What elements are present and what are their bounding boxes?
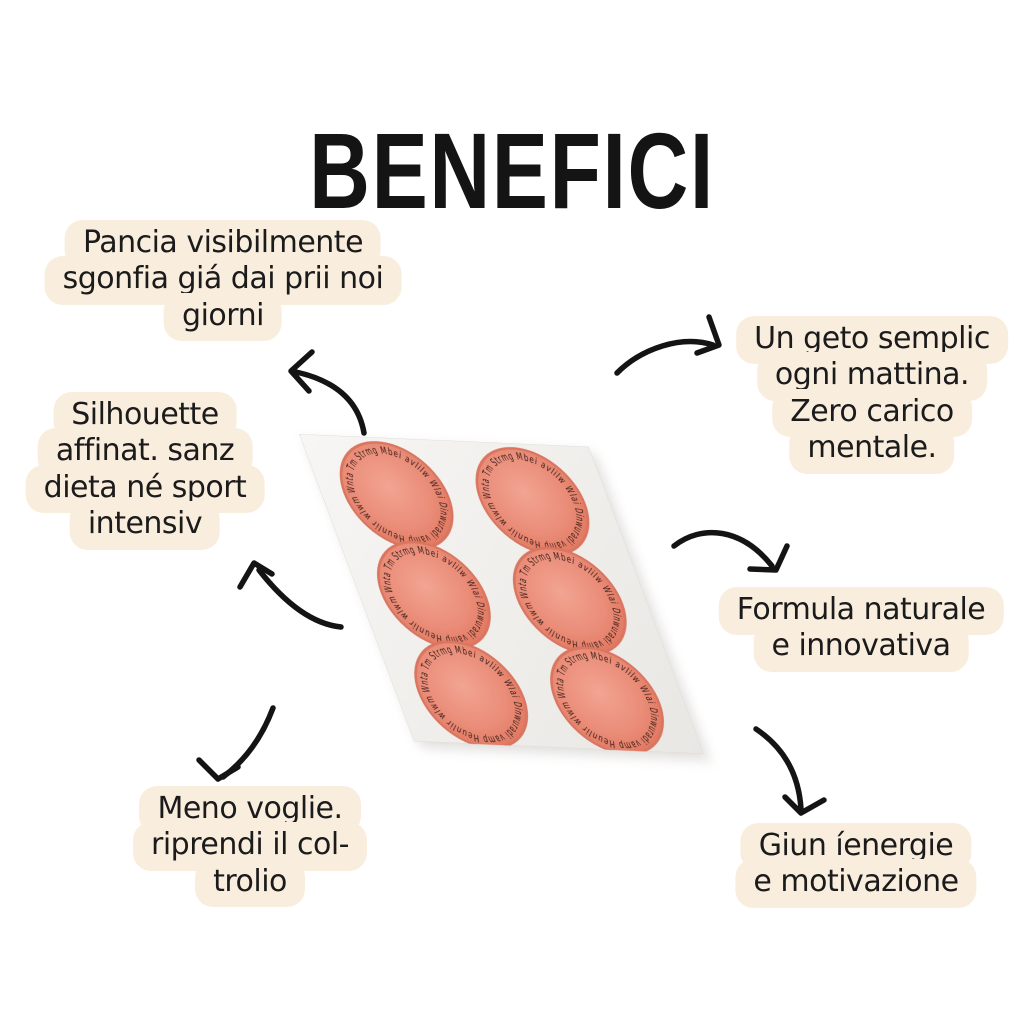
patch: Wnta Tm Strmg Mbei avlilw Wlai Dinwuradi… (328, 441, 465, 550)
arrow-to-silhouette-icon (237, 560, 344, 630)
bubble-meno: Meno voglie. riprendi il col- trolio (133, 786, 367, 908)
page-title: BENEFICI (309, 110, 715, 231)
bubble-line: e motivazione (735, 859, 977, 908)
bubble-line: ogni mattina. (756, 352, 988, 401)
arrow-to-formula-icon (671, 529, 790, 573)
patch-sheet-image: Wnta Tm Strmg Mbei avlilw Wlai Dinwuradi… (299, 434, 704, 754)
bubble-line: sgonfia giá dai prii noi (44, 256, 402, 305)
bubble-pancia: Pancia visibilmente sgonfia giá dai prii… (44, 220, 402, 342)
bubble-silhouette: Silhouette affinat. sanz dieta né sport … (25, 392, 265, 550)
bubble-line: giorni (164, 292, 282, 342)
bubble-line: intensiv (69, 501, 221, 550)
bubble-ungesto: Un geto semplic ogni mattina. Zero caric… (736, 316, 1008, 474)
bubble-line: e innovativa (753, 623, 969, 672)
bubble-giun: Giun íenergie e motivazione (735, 823, 977, 908)
patch-sheet-svg: Wnta Tm Strmg Mbei avlilw Wlai Dinwuradi… (299, 434, 704, 754)
arrow-to-ungesto-icon (614, 314, 722, 376)
bubble-formula: Formula naturale e innovativa (718, 587, 1004, 672)
arrow-to-pancia-icon (288, 349, 367, 436)
arrow-to-giun-icon (753, 726, 827, 816)
bubble-line: mentale. (789, 425, 955, 474)
bubble-line: trolio (195, 858, 305, 908)
arrow-to-meno-icon (196, 705, 276, 782)
